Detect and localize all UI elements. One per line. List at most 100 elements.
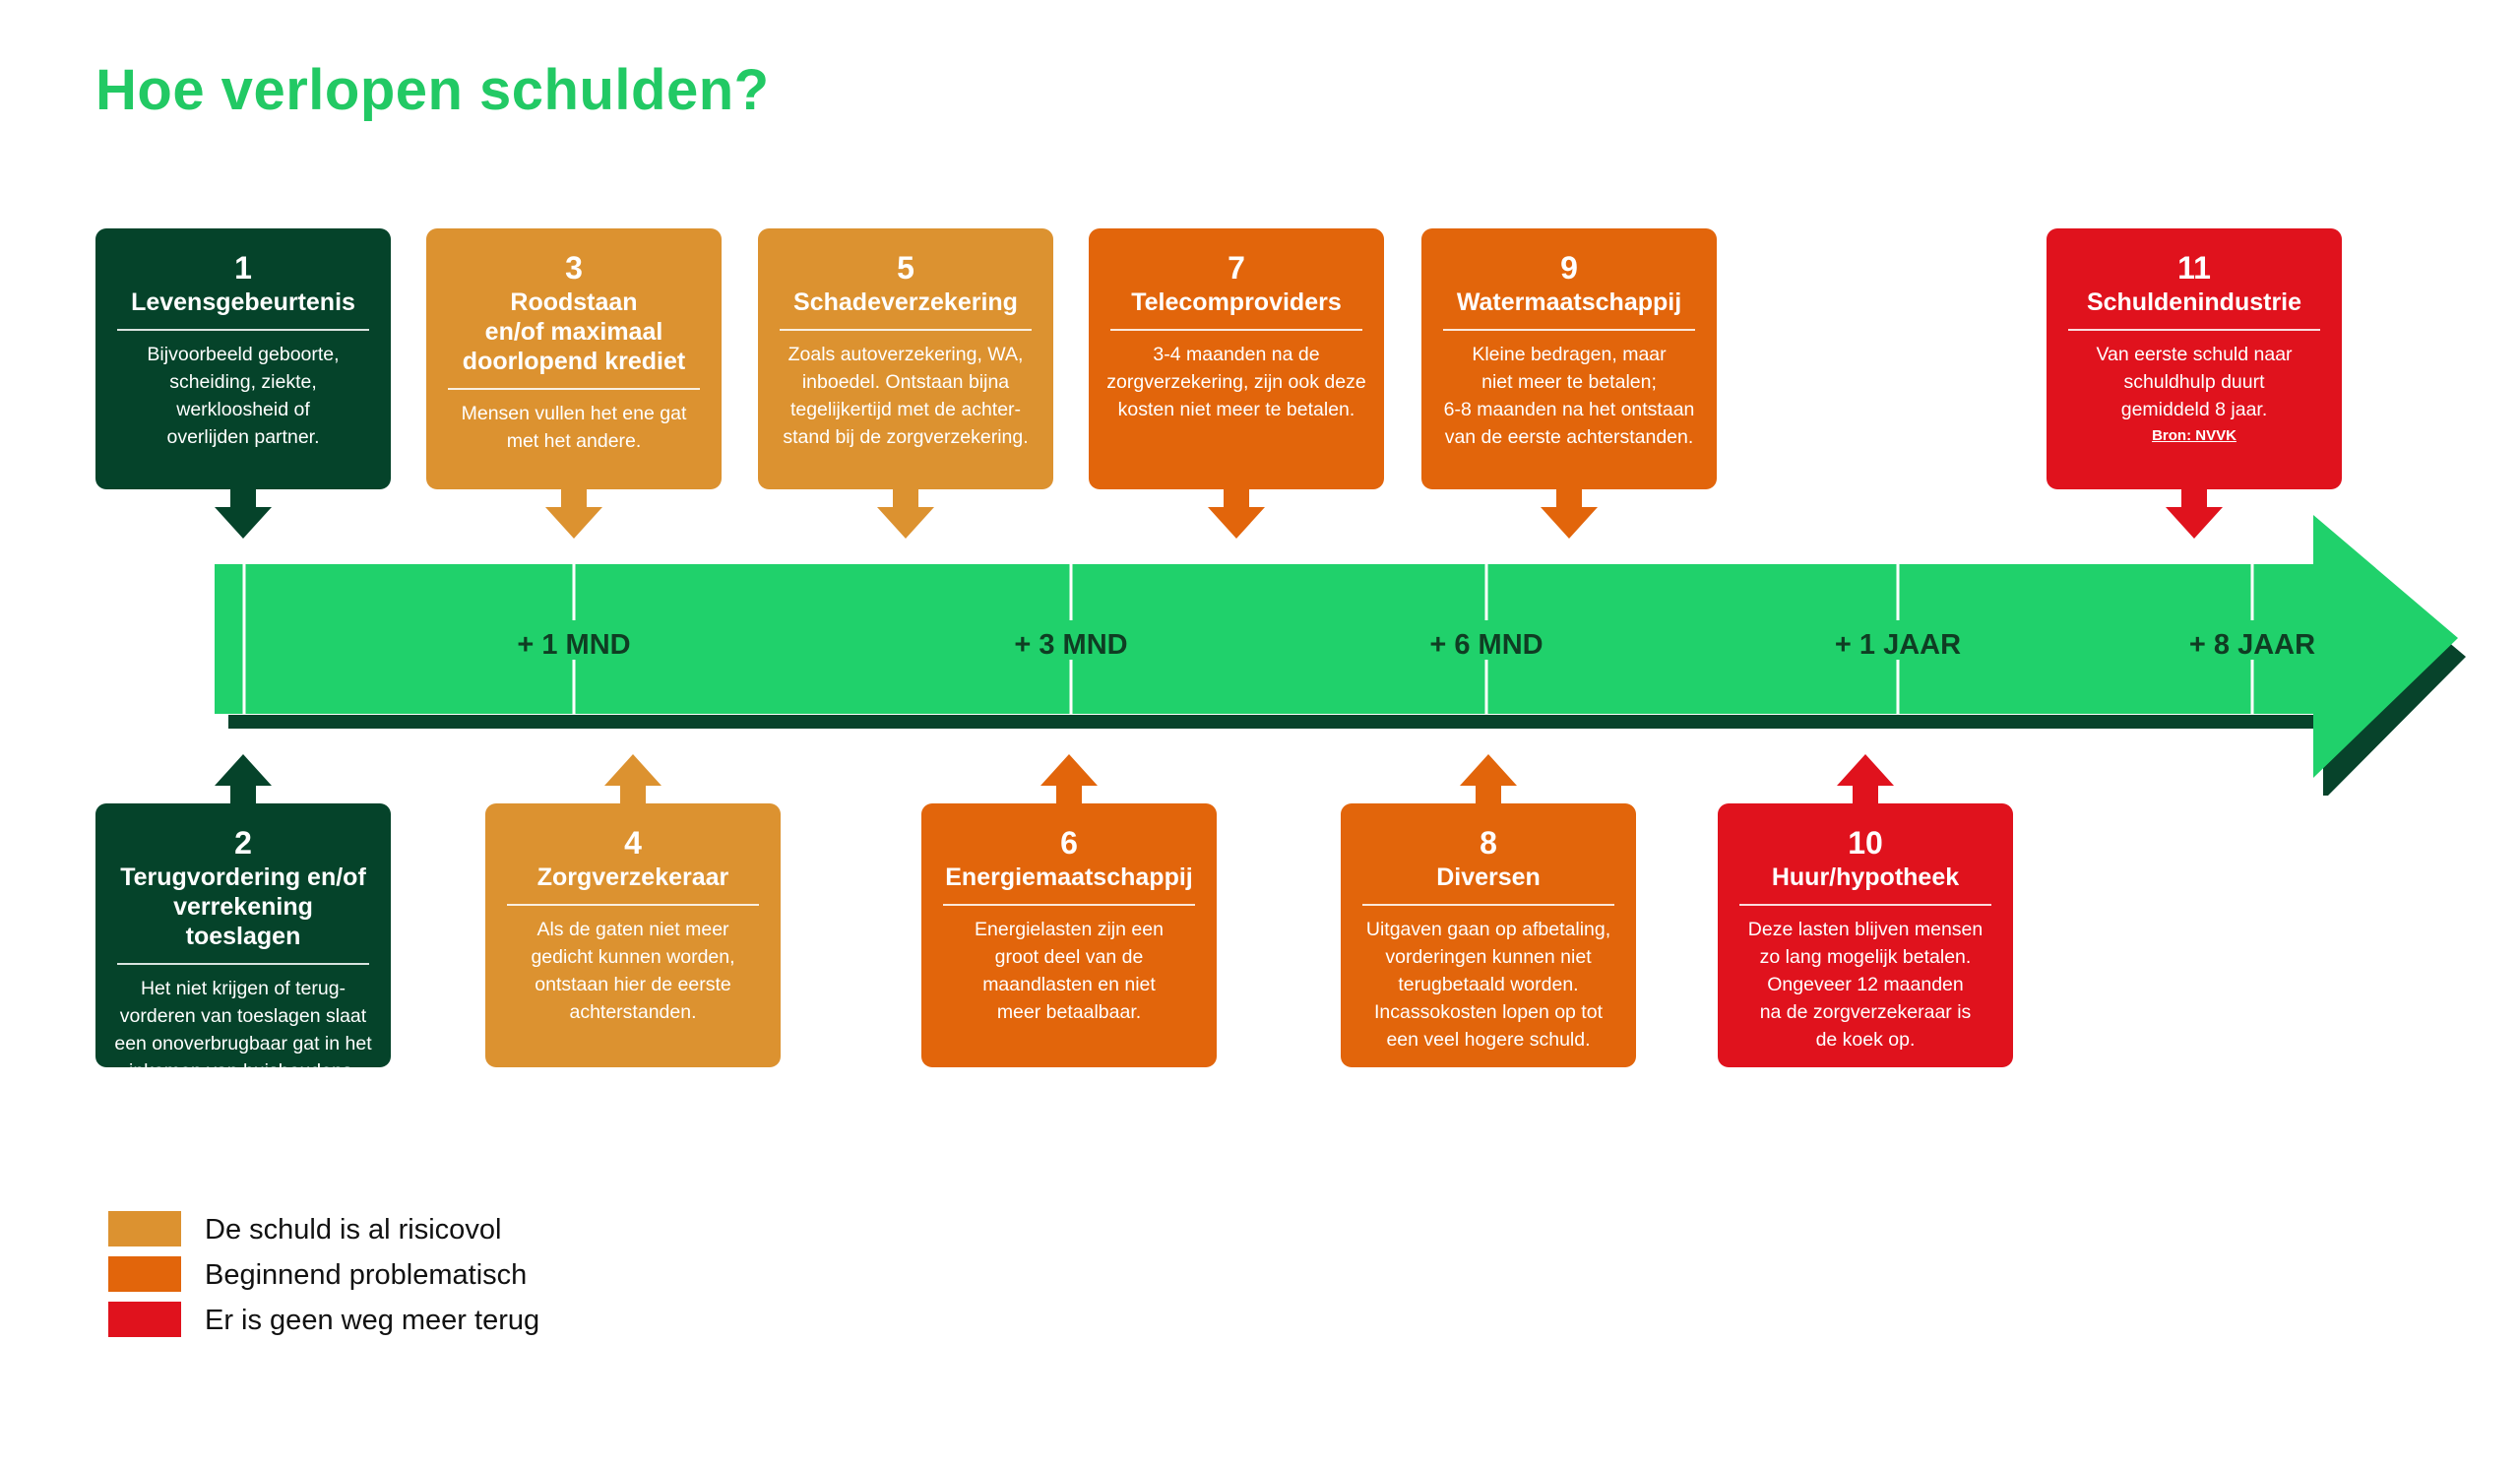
step-description-line: terugbetaald worden. — [1398, 974, 1579, 995]
step-description-line: vorderen van toeslagen slaat — [119, 1005, 367, 1027]
step-description-line: Deze lasten blijven mensen — [1747, 919, 1984, 940]
step-description-line: van de eerste achterstanden. — [1444, 426, 1694, 448]
step-description-line: na de zorgverzekeraar is — [1759, 1001, 1972, 1023]
step-description-line: met het andere. — [506, 430, 642, 452]
legend-swatch — [108, 1302, 181, 1337]
step-description-line: gedicht kunnen worden, — [531, 946, 735, 968]
step-source: Bron: NVVK — [2152, 427, 2236, 444]
connector-arrow-up — [1460, 754, 1517, 803]
step-title: Watermaatschappij — [1439, 288, 1699, 317]
legend-label: Er is geen weg meer terug — [205, 1305, 540, 1336]
step-title-line: Levensgebeurtenis — [131, 288, 355, 316]
step-description-line: inboedel. Ontstaan bijna — [801, 371, 1010, 393]
legend-swatch — [108, 1256, 181, 1292]
step-description: Uitgaven gaan op afbetaling,vorderingen … — [1358, 916, 1618, 1054]
step-description-line: Ongeveer 12 maanden — [1767, 974, 1964, 995]
step-description-line: Kleine bedragen, maar — [1472, 344, 1667, 365]
step-description-line: maandlasten en niet — [982, 974, 1156, 995]
step-number: 9 — [1560, 250, 1578, 286]
step-number: 3 — [565, 250, 583, 286]
step-title-line: Watermaatschappij — [1456, 288, 1682, 316]
step-description-line: Als de gaten niet meer — [536, 919, 729, 940]
step-description-line: een onoverbrugbaar gat in het — [114, 1033, 372, 1055]
step-description: Bijvoorbeeld geboorte,scheiding, ziekte,… — [113, 341, 373, 451]
step-title-line: Energiemaatschappij — [945, 863, 1193, 891]
step-description-line: inkomen van huishoudens. — [129, 1060, 357, 1082]
step-title-line: verrekening toeslagen — [173, 893, 313, 950]
step-description: Energielasten zijn een groot deel van de m… — [939, 916, 1199, 1026]
connector-arrow-down — [2166, 489, 2223, 539]
step-number: 11 — [2177, 250, 2211, 286]
step-description: Kleine bedragen, maar niet meer te betale… — [1439, 341, 1699, 451]
step-divider — [780, 329, 1032, 331]
step-description-line: niet meer te betalen; — [1481, 371, 1657, 393]
step-description-line: Mensen vullen het ene gat — [461, 403, 687, 424]
step-description-line: zorgverzekering, zijn ook deze — [1106, 371, 1366, 393]
step-number: 1 — [234, 250, 252, 286]
step-description: Het niet krijgen of terug-vorderen van t… — [113, 975, 373, 1085]
step-description-line: werkloosheid of — [176, 399, 310, 420]
step-number: 5 — [897, 250, 914, 286]
step-number: 6 — [1060, 825, 1078, 861]
step-description-line: stand bij de zorgverzekering. — [783, 426, 1029, 448]
connector-arrow-down — [545, 489, 602, 539]
step-description-line: tegelijkertijd met de achter- — [789, 399, 1022, 420]
step-description-line: achterstanden. — [569, 1001, 697, 1023]
step-divider — [117, 329, 369, 331]
step-description-line: groot deel van de — [994, 946, 1144, 968]
step-description-line: kosten niet meer te betalen. — [1117, 399, 1355, 420]
step-description-line: Zoals autoverzekering, WA, — [788, 344, 1024, 365]
step-title-line: doorlopend krediet — [462, 348, 686, 375]
step-description-line: vorderingen kunnen niet — [1385, 946, 1592, 968]
step-title-line: Schadeverzekering — [793, 288, 1018, 316]
step-title: Schadeverzekering — [776, 288, 1036, 317]
step-title-line: Zorgverzekeraar — [536, 863, 729, 891]
step-title-line: en/of maximaal — [484, 318, 663, 346]
timeline-tick-label: + 3 MND — [1014, 629, 1127, 661]
step-number: 10 — [1848, 825, 1883, 861]
step-divider — [2068, 329, 2320, 331]
step-description: Als de gaten niet meer gedicht kunnen wor… — [503, 916, 763, 1026]
step-description-line: gemiddeld 8 jaar. — [2120, 399, 2268, 420]
timeline-tick-label: + 1 JAAR — [1835, 629, 1961, 661]
step-divider — [117, 963, 369, 965]
connector-arrow-up — [1837, 754, 1894, 803]
step-title-line: Diversen — [1436, 863, 1541, 891]
connector-arrow-down — [877, 489, 934, 539]
timeline-tick-label: + 6 MND — [1429, 629, 1543, 661]
step-description-line: de koek op. — [1815, 1029, 1916, 1051]
step-description-line: een veel hogere schuld. — [1386, 1029, 1591, 1051]
step-divider — [448, 388, 700, 390]
legend-label: Beginnend problematisch — [205, 1259, 528, 1291]
step-description-line: Energielasten zijn een — [975, 919, 1164, 940]
step-title: Schuldenindustrie — [2064, 288, 2324, 317]
step-title: Telecomproviders — [1106, 288, 1366, 317]
step-title-line: Schuldenindustrie — [2086, 288, 2302, 316]
step-divider — [943, 904, 1195, 906]
connector-arrow-down — [1208, 489, 1265, 539]
legend-swatch — [108, 1211, 181, 1246]
step-title: Energiemaatschappij — [939, 863, 1199, 892]
page-title: Hoe verlopen schulden? — [95, 58, 770, 122]
connector-arrow-up — [604, 754, 662, 803]
step-divider — [1443, 329, 1695, 331]
step-title-line: Huur/hypotheek — [1771, 863, 1960, 891]
step-divider — [507, 904, 759, 906]
step-description-line: overlijden partner. — [166, 426, 320, 448]
timeline-tick-label: + 1 MND — [517, 629, 630, 661]
step-description-line: meer betaalbaar. — [996, 1001, 1142, 1023]
step-number: 2 — [234, 825, 252, 861]
step-description-line: Het niet krijgen of terug- — [140, 978, 346, 999]
step-title: Huur/hypotheek — [1735, 863, 1995, 892]
step-description-line: ontstaan hier de eerste — [535, 974, 731, 995]
